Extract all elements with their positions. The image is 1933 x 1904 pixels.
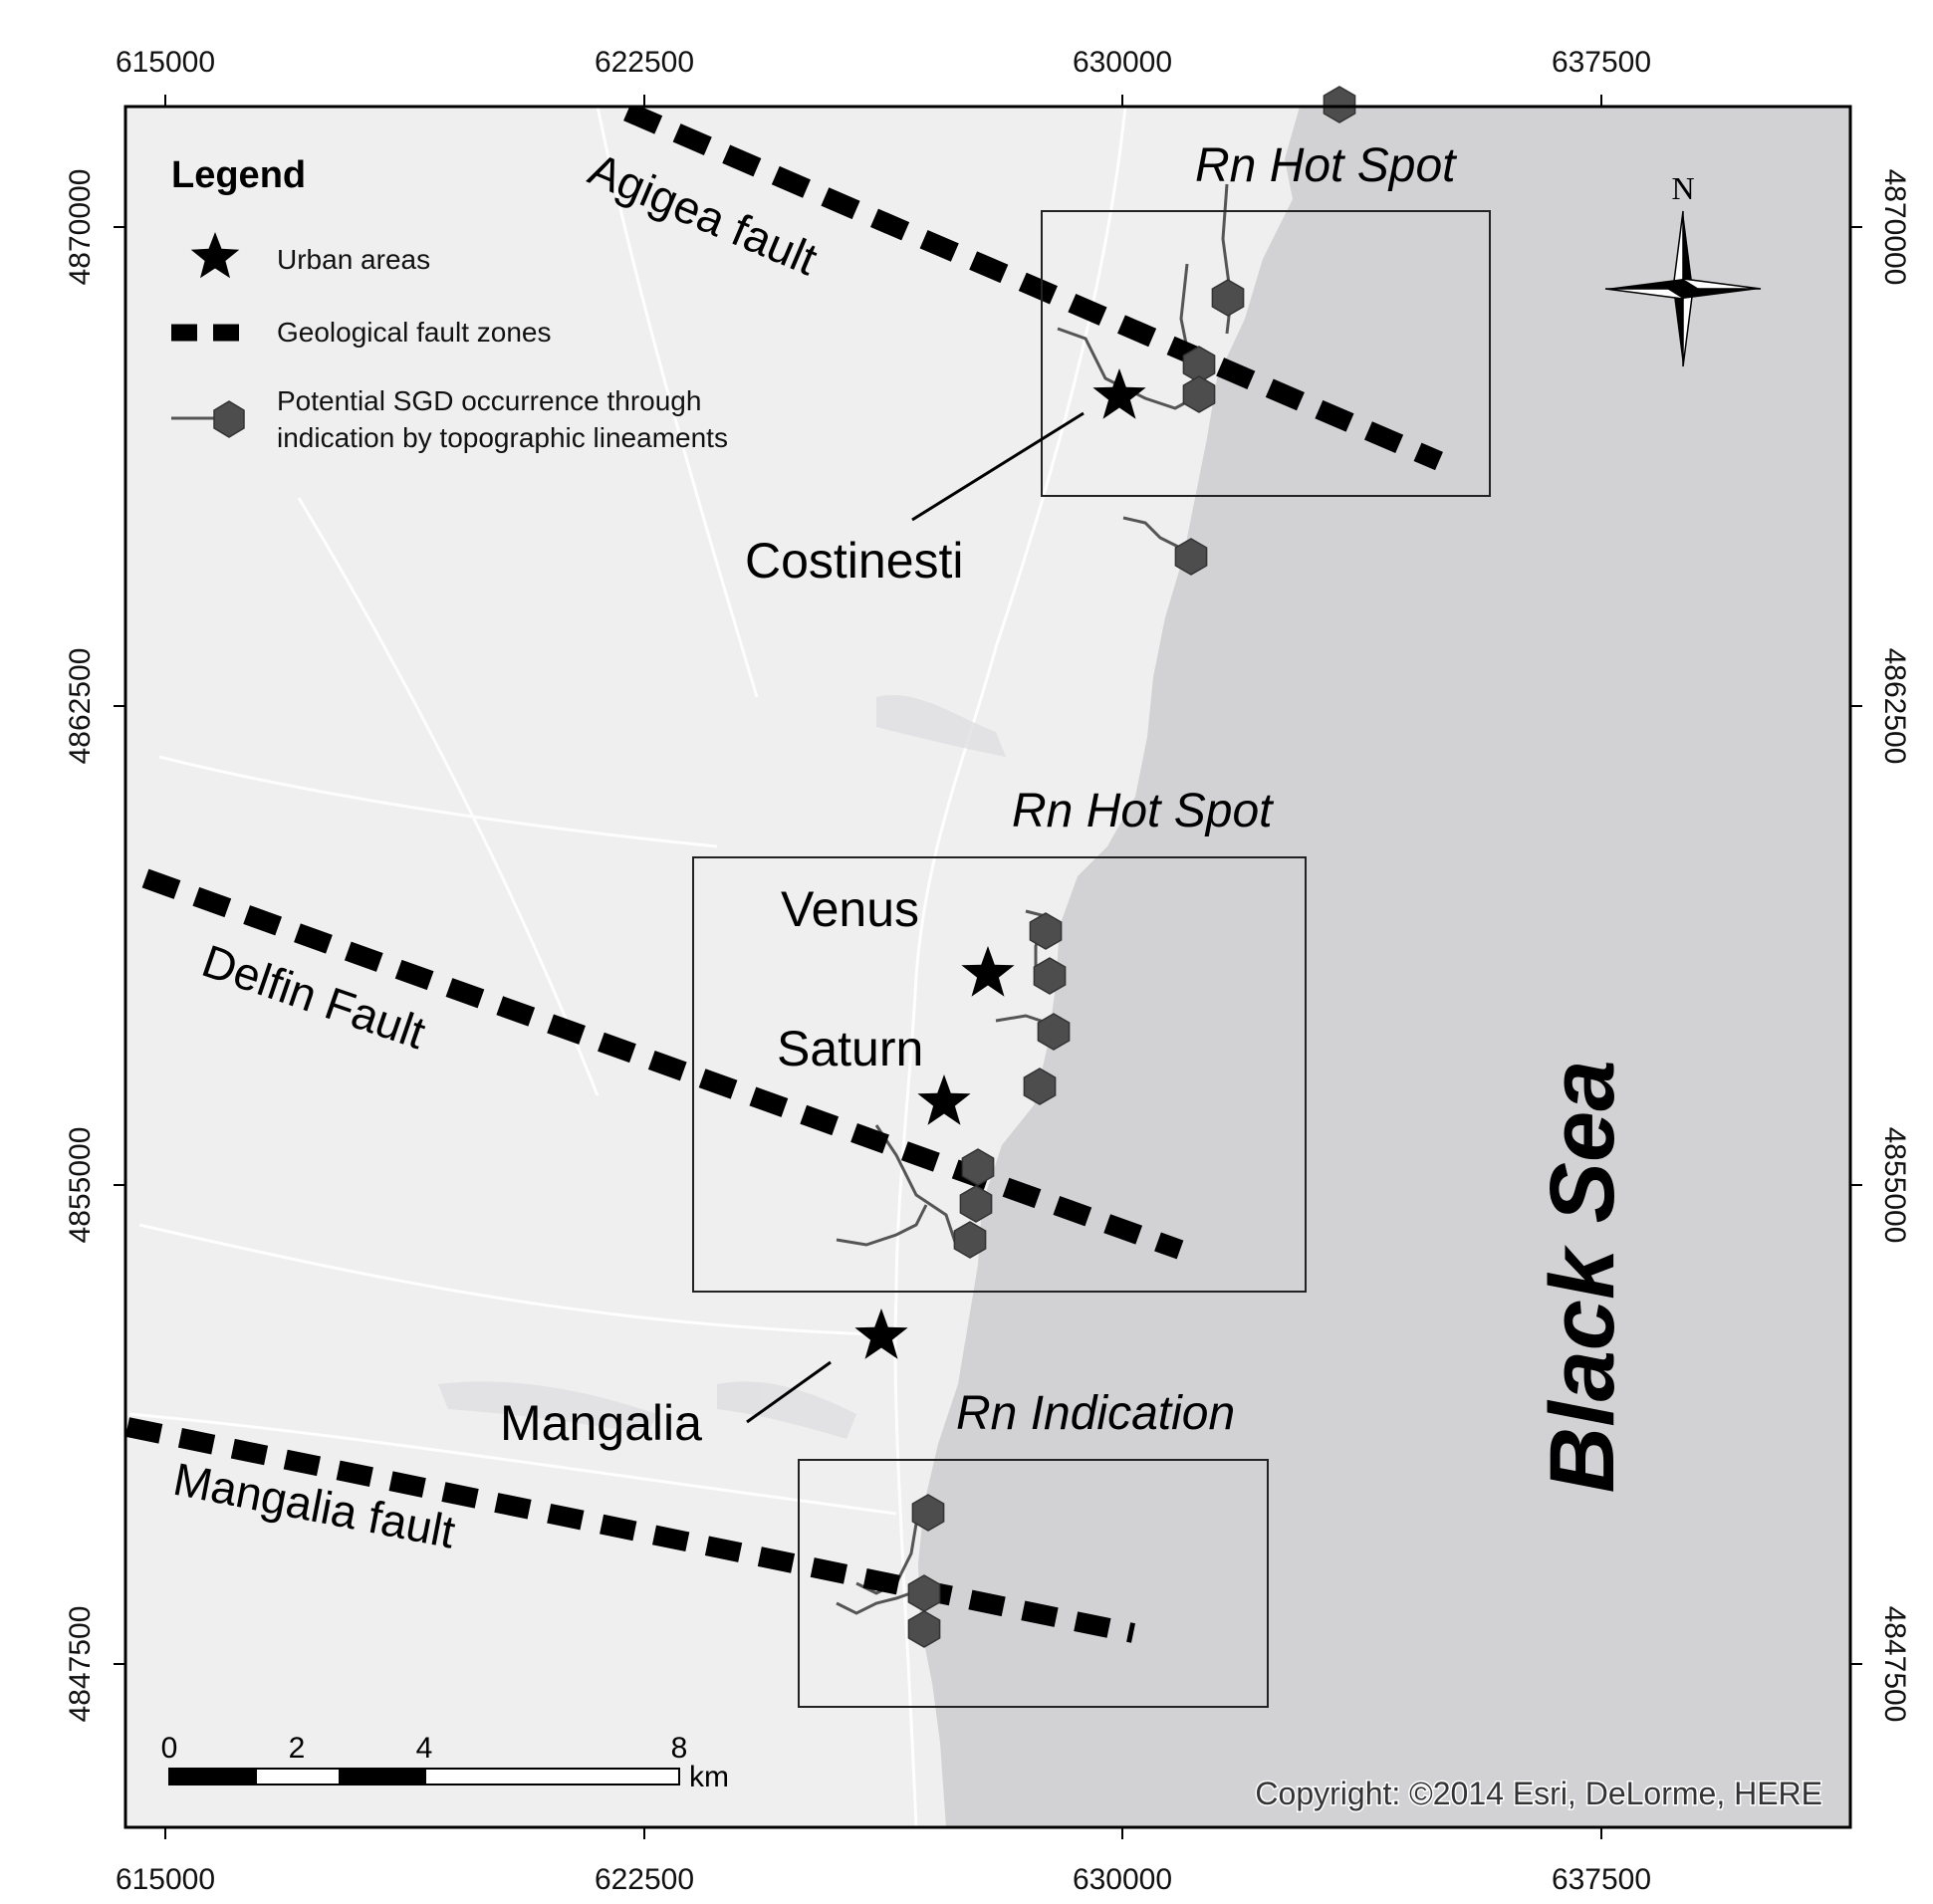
y-left-tick-label: 4855000 xyxy=(64,1127,97,1244)
scale-label-4: 4 xyxy=(416,1732,433,1765)
y-left-tick-label: 4870000 xyxy=(64,169,97,286)
legend-sgd-label-2: indication by topographic lineaments xyxy=(277,422,728,453)
urban-star-icon xyxy=(854,1309,908,1359)
zone-label-south: Rn Indication xyxy=(956,1387,1235,1440)
legend-urban-label: Urban areas xyxy=(277,244,430,275)
urban-star-icon xyxy=(917,1074,971,1125)
compass-north-icon xyxy=(1683,211,1693,289)
sgd-hexagon-icon xyxy=(1323,86,1356,123)
sgd-hexagon-icon xyxy=(959,1185,993,1223)
place-label-mangalia: Mangalia xyxy=(500,1395,702,1451)
x-top-tick-label: 637500 xyxy=(1552,46,1651,79)
x-bottom-tick-label: 637500 xyxy=(1552,1863,1651,1896)
background-roads xyxy=(128,107,1127,1827)
north-arrow: N xyxy=(1604,170,1762,367)
copyright-text: Copyright: ©2014 Esri, DeLorme, HERE xyxy=(1255,1776,1822,1811)
y-left-tick-label: 4862500 xyxy=(64,648,97,765)
sgd-hexagon-icon xyxy=(1174,538,1208,576)
sgd-hexagon-icon xyxy=(911,1494,945,1532)
y-left-tick-label: 4847500 xyxy=(64,1606,97,1723)
legend-star-icon xyxy=(190,232,240,279)
sgd-hexagon-icon xyxy=(1029,912,1063,950)
y-right-tick-label: 4855000 xyxy=(1878,1127,1911,1244)
legend-sgd-hexagon-icon xyxy=(213,400,245,438)
place-label-costinesti: Costinesti xyxy=(745,533,964,589)
x-top-tick-label: 630000 xyxy=(1073,46,1172,79)
urban-star-icon xyxy=(1092,368,1146,419)
sgd-hexagon-icon xyxy=(1037,1013,1071,1051)
sgd-hexagon-icon xyxy=(1023,1068,1057,1105)
legend: Legend Urban areas Geological fault zone… xyxy=(171,154,728,453)
scale-unit: km xyxy=(689,1761,729,1793)
x-bottom-tick-label: 615000 xyxy=(116,1863,215,1896)
leader-lines xyxy=(746,411,1085,1424)
x-bottom-tick-label: 630000 xyxy=(1073,1863,1172,1896)
north-arrow-label: N xyxy=(1671,170,1694,206)
sgd-hexagon-icon xyxy=(1211,279,1245,317)
zone-label-north: Rn Hot Spot xyxy=(1195,139,1457,192)
y-right-tick-label: 4870000 xyxy=(1878,169,1911,286)
urban-markers xyxy=(854,368,1146,1359)
y-right-tick-label: 4862500 xyxy=(1878,648,1911,765)
scale-label-8: 8 xyxy=(671,1732,688,1765)
legend-sgd-label-1: Potential SGD occurrence through xyxy=(277,385,701,416)
zone-label-middle: Rn Hot Spot xyxy=(1012,785,1274,837)
zone-box-south xyxy=(798,1459,1269,1708)
zone-box-north xyxy=(1041,210,1491,497)
x-bottom-tick-label: 622500 xyxy=(595,1863,694,1896)
legend-fault-label: Geological fault zones xyxy=(277,317,552,348)
urban-star-icon xyxy=(961,946,1015,997)
sgd-hexagon-icon xyxy=(961,1148,995,1186)
axis-ticks xyxy=(114,95,1862,1839)
axis-labels: 615000 622500 630000 637500 615000 62250… xyxy=(64,46,1911,1896)
scale-label-0: 0 xyxy=(161,1732,178,1765)
zone-boxes xyxy=(692,210,1491,1708)
agigea-fault-line xyxy=(623,107,1443,471)
map-frame xyxy=(123,105,1852,1829)
sgd-hexagon-icon xyxy=(1182,375,1216,413)
place-label-saturn: Saturn xyxy=(777,1021,923,1076)
sgd-hexagon-icon xyxy=(1033,957,1067,995)
scale-label-2: 2 xyxy=(289,1732,306,1765)
scale-bar: 0 2 4 8 km xyxy=(161,1732,729,1793)
legend-title: Legend xyxy=(171,154,306,196)
map-body xyxy=(125,107,1850,1827)
sgd-hexagon-icon xyxy=(953,1221,987,1259)
sgd-markers xyxy=(907,86,1356,1648)
place-label-venus: Venus xyxy=(781,881,919,937)
sea-area xyxy=(918,107,1850,1827)
sea-label: Black Sea xyxy=(1532,1061,1633,1494)
zone-box-middle xyxy=(692,856,1307,1293)
delfin-fault-line xyxy=(141,868,1184,1260)
y-right-tick-label: 4847500 xyxy=(1878,1606,1911,1723)
x-top-tick-label: 615000 xyxy=(116,46,215,79)
fault-lines xyxy=(125,107,1443,1643)
lagoons xyxy=(438,695,1006,1439)
x-top-tick-label: 622500 xyxy=(595,46,694,79)
sgd-hexagon-icon xyxy=(907,1610,941,1648)
mangalia-fault-line xyxy=(125,1417,1136,1643)
